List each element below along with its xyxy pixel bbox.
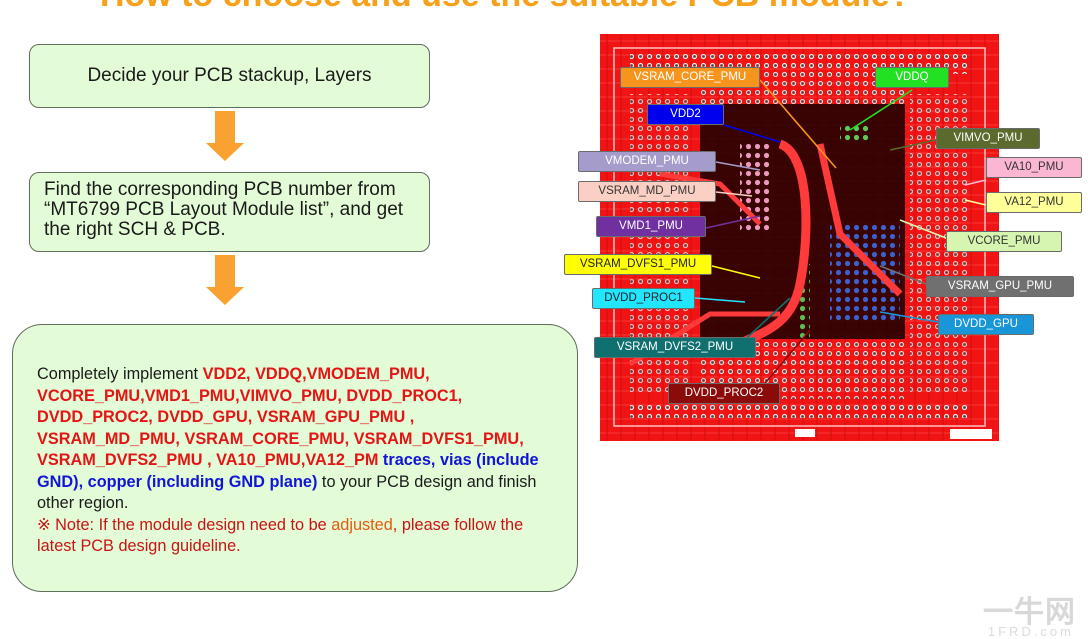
- watermark-url: 1FRD.com: [987, 624, 1074, 639]
- step-3-box: Completely implement VDD2, VDDQ,VMODEM_P…: [12, 324, 578, 592]
- label-dvdd-proc1: DVDD_PROC1: [592, 288, 695, 309]
- label-vimvo-pmu: VIMVO_PMU: [936, 128, 1040, 149]
- watermark-logo: 一牛网: [983, 596, 1076, 629]
- label-vdd2: VDD2: [647, 104, 724, 125]
- label-vmd1-pmu: VMD1_PMU: [596, 216, 706, 237]
- step-3-note-end: , please follow the latest PCB design gu…: [37, 515, 524, 556]
- label-vsram-gpu-pmu: VSRAM_GPU_PMU: [926, 276, 1074, 297]
- label-va12-pmu: VA12_PMU: [986, 192, 1082, 213]
- label-vsram-md-pmu: VSRAM_MD_PMU: [578, 181, 716, 202]
- step-3-note-adjusted: adjusted: [331, 515, 393, 534]
- label-va10-pmu: VA10_PMU: [986, 157, 1082, 178]
- label-vsram-core-pmu: VSRAM_CORE_PMU: [620, 67, 760, 88]
- page-title: How to choose and use the suitable PCB m…: [100, 0, 960, 12]
- label-dvdd-gpu: DVDD_GPU: [938, 314, 1034, 335]
- label-vddq: VDDQ: [875, 67, 949, 88]
- step-1-box: Decide your PCB stackup, Layers: [29, 44, 430, 108]
- step-3-net-list: VDD2, VDDQ,VMODEM_PMU, VCORE_PMU,VMD1_PM…: [37, 365, 524, 469]
- step-3-copper-text: traces, vias (include GND), copper (incl…: [37, 451, 539, 491]
- step-3-intro: Completely implement: [37, 365, 203, 383]
- label-vsram-dvfs2-pmu: VSRAM_DVFS2_PMU: [594, 337, 756, 358]
- label-vcore-pmu: VCORE_PMU: [946, 231, 1062, 252]
- label-vsram-dvfs1-pmu: VSRAM_DVFS1_PMU: [564, 254, 712, 275]
- step-3-tail: to your PCB design and finish other regi…: [37, 472, 537, 513]
- label-vmodem-pmu: VMODEM_PMU: [578, 151, 716, 172]
- step-1-text: Decide your PCB stackup, Layers: [87, 65, 372, 86]
- step-3-note: ※ Note: If the module design need to be: [37, 515, 332, 534]
- step-2-text: Find the corresponding PCB number from “…: [44, 179, 404, 240]
- step-2-box: Find the corresponding PCB number from “…: [29, 172, 430, 252]
- label-dvdd-proc2: DVDD_PROC2: [668, 383, 780, 404]
